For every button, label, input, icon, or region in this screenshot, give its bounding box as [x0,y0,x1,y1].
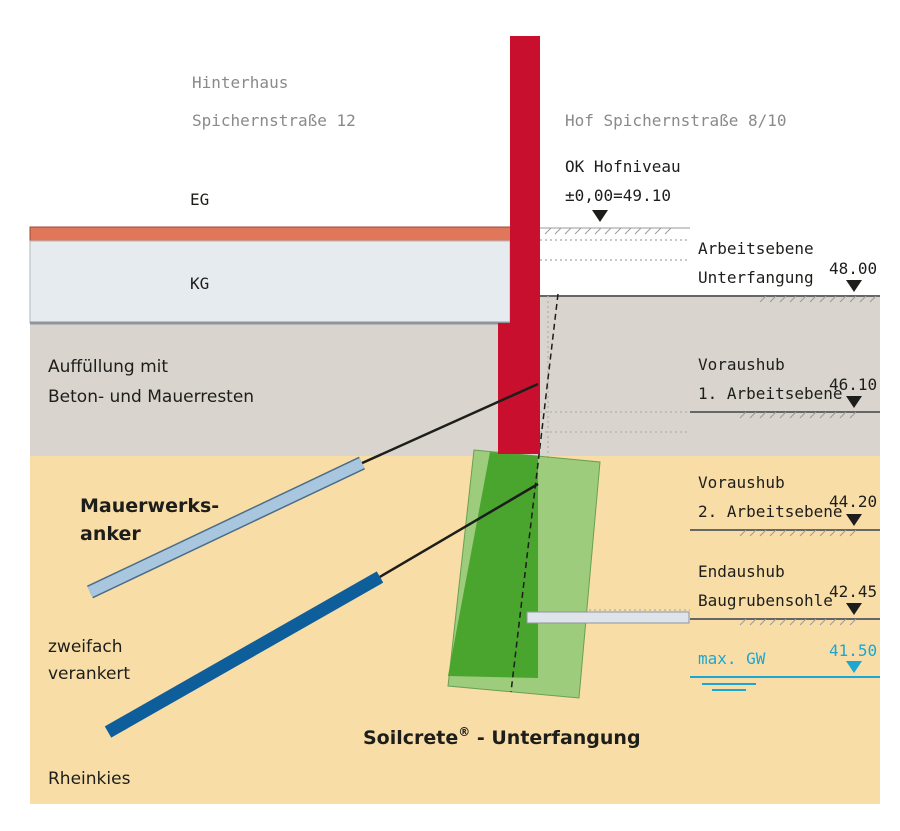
level-3-line1: Endaushub [698,562,785,581]
ground-floor-slab [29,226,513,242]
ok-hofniveau-value: ±0,00=49.10 [565,186,671,205]
fill-label-line1: Auffüllung mit [48,357,168,377]
double-anchored-line1: zweifach [48,637,123,657]
basement-kg [29,240,511,324]
level-2-line1: Voraushub [698,473,785,492]
anchor-label-line2: anker [80,523,141,545]
anchor-upper-grout-fill [87,458,365,597]
anchor-upper-tendon [359,382,539,466]
hinterhaus-label: Hinterhaus [192,73,288,92]
registered-mark: ® [458,725,470,739]
level-markers [592,210,862,615]
level-3-line2: Baugrubensohle [698,591,833,610]
groundwater-marker [846,661,862,673]
level-1-value: 46.10 [829,375,877,394]
fill-label-line2: Beton- und Mauerresten [48,387,254,407]
level-lines [540,295,880,620]
level-hatching [739,295,877,626]
level-2-value: 44.20 [829,492,877,511]
level-0-value: 48.00 [829,259,877,278]
groundwater-value: 41.50 [829,641,877,660]
groundwater-symbol [690,676,880,691]
double-anchored-line2: verankert [48,664,130,684]
level-0-line1: Arbeitsebene [698,239,814,258]
soilcrete-caption: Soilcrete® - Unterfangung [363,725,641,749]
excavation-base-plate [526,611,690,624]
soilcrete-axis-dashed [510,293,559,693]
soilcrete-body-dark [448,452,538,678]
hof-label: Hof Spichernstraße 8/10 [565,111,787,130]
level-1-line2: 1. Arbeitsebene [698,384,843,403]
level-0-line2: Unterfangung [698,268,814,287]
kg-label: KG [190,274,209,293]
ok-hofniveau-label: OK Hofniveau [565,157,681,176]
excavation-outline-dotted [540,239,690,611]
hofniveau-ground-line [540,227,690,235]
rheinkies-label: Rheinkies [48,769,131,789]
anchor-label-line1: Mauerwerks- [80,495,219,517]
anchor-lower-tendon [377,482,539,580]
wall-foundation [498,323,540,454]
level-2-line2: 2. Arbeitsebene [698,502,843,521]
level-3-value: 42.45 [829,582,877,601]
eg-label: EG [190,190,209,209]
level-1-line1: Voraushub [698,355,785,374]
anchor-lower-grout [104,571,384,738]
hinterhaus-address: Spichernstraße 12 [192,111,356,130]
groundwater-label: max. GW [698,649,766,668]
